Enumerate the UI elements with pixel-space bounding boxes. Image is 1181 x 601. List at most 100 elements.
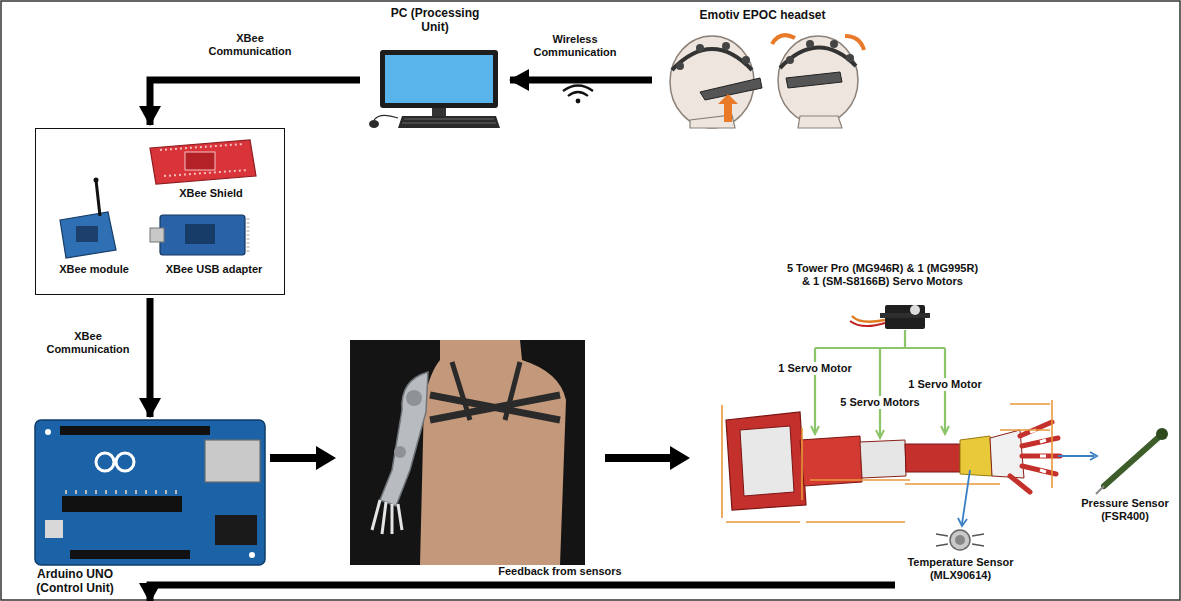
patient-photo-part <box>420 340 566 565</box>
connector-arrow <box>510 77 652 84</box>
pressure-sensor-illustration-part <box>1096 486 1104 494</box>
pc-illustration-part <box>402 119 496 123</box>
pressure-sensor-node: Pressure Sensor (FSR400) <box>1078 425 1172 530</box>
pc-illustration <box>369 50 500 128</box>
edge-label: XBee Communication <box>40 330 136 356</box>
sensor-leader-lines <box>958 452 1097 526</box>
wifi-symbol-part <box>568 92 588 96</box>
prosthetic-arm-drawing-part <box>1030 430 1046 472</box>
connector-arrow <box>147 298 154 417</box>
prosthetic-arm-drawing-part <box>800 436 862 486</box>
headset-illustration-part <box>700 78 762 100</box>
temperature-sensor-illustration-part <box>955 535 965 545</box>
node-label: Pressure Sensor (FSR400) <box>1078 497 1172 523</box>
sensor-leader-lines-part <box>958 518 967 526</box>
dimension-lines-part <box>1051 400 1053 488</box>
arduino-board-illustration-part <box>35 420 265 565</box>
xbee-module-illustration-part <box>94 178 99 183</box>
headset-illustration-part <box>786 72 842 88</box>
dimension-lines <box>722 400 1052 522</box>
xbee-shield-illustration-part <box>160 144 244 150</box>
servo-leader-lines-part <box>879 348 881 436</box>
prosthetic-arm-drawing-part <box>726 412 806 510</box>
temperature-sensor-illustration <box>936 530 984 550</box>
pressure-sensor-illustration <box>1096 428 1168 494</box>
edge-label: Wireless Communication <box>523 33 627 59</box>
arduino-board-illustration-part <box>66 490 176 494</box>
patient-photo-part <box>350 340 585 565</box>
headset-illustration-part <box>806 40 814 48</box>
arduino-board-illustration-part <box>215 515 257 545</box>
edge-label: Feedback from sensors <box>470 565 650 578</box>
xbee-group-box: XBee ShieldXBee USB adapter XBee module <box>35 128 285 295</box>
headset-illustration-part <box>846 54 854 62</box>
xbee-shield-illustration-part <box>164 170 248 176</box>
temperature-sensor-illustration-part <box>936 534 984 546</box>
xbee-module-illustration-part <box>76 226 98 242</box>
prosthetic-arm-drawing-part <box>905 444 960 472</box>
wifi-symbol <box>563 86 593 104</box>
xbee-shield-illustration <box>150 140 256 184</box>
prosthetic-arm-drawing-part <box>960 436 992 476</box>
flow-arrows-part <box>670 446 690 470</box>
headset-illustration <box>670 35 864 128</box>
node-label: Arduino UNO (Control Unit) <box>27 567 123 595</box>
temperature-sensor-illustration-part <box>950 530 970 550</box>
pressure-sensor-illustration-part <box>1104 436 1160 486</box>
dimension-lines-part <box>905 483 1000 485</box>
xbee-module-illustration-part <box>96 180 100 216</box>
servo-label: 1 Servo Motor <box>776 362 853 375</box>
xbee-module-illustration <box>60 178 116 259</box>
headset-illustration-part <box>772 35 795 44</box>
servo-motor-illustration <box>850 305 930 329</box>
pc-illustration-part <box>398 116 500 128</box>
xbee-adapter-illustration-part <box>185 224 215 244</box>
headset-illustration-part <box>780 47 856 68</box>
sensor-leader-lines-part <box>1058 455 1094 457</box>
node-label: XBee Shield <box>156 187 266 200</box>
node-label: PC (Processing Unit) <box>380 6 490 34</box>
node-label: XBee module <box>44 263 144 276</box>
pc-illustration-part <box>374 115 398 120</box>
arduino-board-illustration-part <box>249 552 255 558</box>
node-label: XBee USB adapter <box>148 263 280 276</box>
patient-photo-part <box>452 362 520 420</box>
headset-illustration-part <box>672 49 752 70</box>
prosthetic-arm-drawing <box>726 412 1060 510</box>
servo-leader-lines-part <box>904 330 906 348</box>
sensor-leader-lines-part <box>962 470 970 524</box>
dimension-lines-part <box>721 405 723 518</box>
xbee-shield-illustration-part <box>150 140 256 184</box>
dimension-lines-part <box>1010 403 1050 405</box>
node-label: 5 Tower Pro (MG946R) & 1 (MG995R) & 1 (S… <box>785 262 980 288</box>
dimension-lines-part <box>1000 429 1050 431</box>
wifi-symbol-part <box>576 99 581 104</box>
servo-motor-illustration-part <box>850 321 885 326</box>
servo-motor-illustration-part <box>880 313 930 318</box>
arduino-board-illustration <box>35 420 265 565</box>
headset-illustration-part <box>778 36 858 124</box>
pressure-sensor-illustration-part <box>1156 428 1168 440</box>
headset-illustration-part <box>676 62 684 70</box>
servo-node: 5 Tower Pro (MG946R) & 1 (MG995R) & 1 (S… <box>785 262 980 334</box>
arduino-node: Arduino UNO (Control Unit) <box>35 420 265 599</box>
servo-label: 1 Servo Motor <box>906 378 983 391</box>
arduino-board-illustration-part <box>205 440 260 482</box>
headset-illustration-part <box>742 56 750 64</box>
xbee-adapter-illustration-part <box>247 218 250 252</box>
xbee-adapter-illustration <box>150 215 248 255</box>
headset-illustration-part <box>845 36 864 50</box>
servo-leader-lines-part <box>876 430 884 438</box>
dimension-lines-part <box>810 479 910 481</box>
patient-photo-part <box>394 446 406 458</box>
flow-arrows-part <box>316 446 336 470</box>
arduino-board-illustration-part <box>60 426 210 435</box>
temperature-sensor-node: Temperature Sensor (MLX90614) <box>898 528 1023 596</box>
dimension-lines-part <box>801 428 803 500</box>
patient-photo-part <box>430 395 560 420</box>
dimension-lines-part <box>726 521 905 523</box>
servo-leader-lines-part <box>814 348 816 432</box>
connector-arrow <box>150 80 360 125</box>
